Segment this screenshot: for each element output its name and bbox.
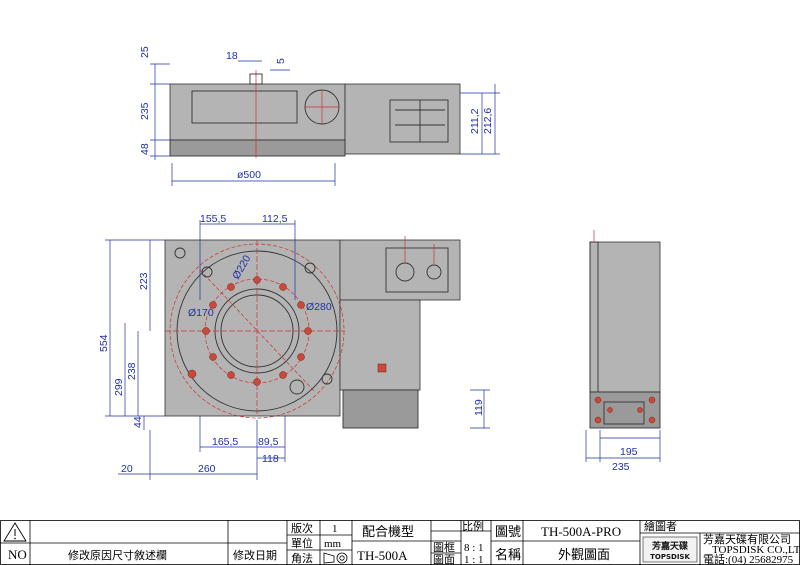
machine-value: TH-500A	[357, 548, 408, 563]
dim-top-48: 48	[139, 143, 151, 155]
dim-top-dia500: ø500	[237, 169, 261, 181]
front-view-bolt-holes	[174, 247, 333, 395]
top-view	[150, 60, 500, 186]
version-value: 1	[332, 523, 338, 535]
angle-label: 角法	[291, 551, 313, 565]
drawing-no-label: 圖號	[495, 524, 521, 539]
dim-front-260: 260	[198, 463, 216, 475]
version-label: 版次	[291, 521, 313, 535]
drawing-no-value: TH-500A-PRO	[541, 524, 621, 539]
revision-label: 修改原因尺寸敘述欄	[68, 548, 167, 562]
dim-front-299: 299	[113, 378, 125, 396]
top-view-base	[169, 139, 346, 157]
company-en: TOPSDISK CO.,LTD.	[712, 544, 800, 556]
machine-label: 配合機型	[362, 524, 414, 539]
dim-top-2126: 212,6	[482, 108, 494, 134]
company-cn: 芳嘉天碟有限公司	[703, 532, 791, 546]
company-phone: 電話:(04) 25682975	[703, 552, 794, 565]
dim-top-2112: 211,2	[469, 108, 481, 134]
front-view-foot	[342, 389, 419, 429]
dim-top-5: 5	[275, 58, 287, 64]
dim-top-235: 235	[139, 102, 151, 120]
revision-date-label: 修改日期	[233, 548, 277, 562]
top-view-motor-detail	[389, 99, 449, 143]
name-value: 外觀圖面	[558, 547, 610, 562]
scale-frame-value: 8 : 1	[464, 542, 484, 554]
unit-label: 單位	[291, 536, 313, 550]
warning-triangle-icon	[3, 522, 27, 542]
dim-front-1655: 165,5	[212, 436, 238, 448]
dim-front-118: 118	[262, 453, 279, 465]
dim-front-44: 44	[132, 416, 144, 428]
dim-front-1555: 155,5	[200, 213, 226, 225]
side-view-plate	[603, 401, 645, 425]
drafter-label: 繪圖者	[644, 519, 677, 533]
top-view-motor-housing	[344, 83, 461, 155]
side-view	[585, 230, 661, 462]
projection-angle-icon	[323, 552, 348, 564]
dim-front-1125: 112,5	[262, 213, 288, 225]
no-label: NO	[8, 547, 27, 562]
logo-en-text: TOPSDISK	[650, 553, 690, 561]
dim-front-895: 89,5	[258, 436, 279, 448]
dim-front-d170: Ø170	[188, 307, 214, 319]
unit-value: mm	[324, 538, 342, 550]
front-view-motor-housing	[339, 239, 461, 301]
side-view-body	[589, 241, 661, 393]
name-label: 名稱	[495, 547, 521, 562]
scale-frame-label: 圖框	[433, 541, 455, 554]
front-view-motor-box	[385, 247, 449, 293]
dim-front-119: 119	[473, 399, 485, 416]
dim-front-554: 554	[98, 334, 110, 352]
scale-label: 比例	[462, 519, 484, 533]
dim-side-195: 195	[620, 446, 638, 458]
top-view-window	[191, 90, 298, 124]
front-view-lower-housing	[339, 299, 421, 391]
scale-face-label: 圖面	[433, 553, 455, 565]
dim-top-25: 25	[139, 46, 151, 58]
dim-front-238: 238	[126, 362, 138, 380]
dim-side-235: 235	[612, 461, 630, 473]
dim-front-d280: Ø280	[306, 301, 332, 313]
scale-face-value: 1 : 1	[464, 554, 484, 565]
side-view-base	[589, 391, 661, 429]
dim-top-18: 18	[226, 50, 238, 62]
logo-cn-text: 芳嘉天碟	[652, 540, 688, 552]
front-view	[105, 220, 490, 480]
company-logo	[642, 536, 698, 563]
dim-front-20: 20	[121, 463, 133, 475]
front-view-body	[164, 239, 341, 417]
top-view-body	[169, 83, 346, 141]
dim-front-223: 223	[138, 272, 150, 290]
